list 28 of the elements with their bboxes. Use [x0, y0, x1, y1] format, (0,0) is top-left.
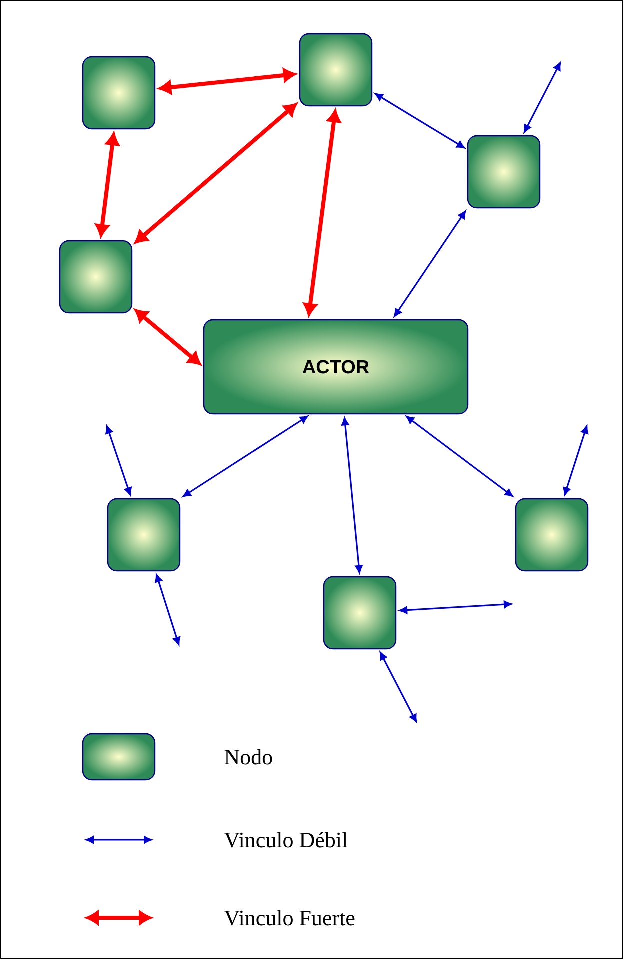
arrow [400, 600, 512, 614]
arrow [96, 133, 120, 237]
arrow [342, 418, 363, 574]
legend-node-sample [82, 733, 156, 781]
arrow [155, 574, 181, 646]
node-box [107, 498, 181, 572]
legend-label: Nodo [224, 749, 272, 765]
node-box [82, 56, 156, 130]
node-box [467, 135, 541, 209]
arrow [380, 652, 418, 722]
arrow [135, 103, 297, 244]
arrow [563, 426, 588, 496]
node-box [323, 576, 397, 650]
legend-label: Vinculo Débil [224, 832, 348, 848]
arrow [394, 210, 466, 318]
arrow [106, 426, 132, 496]
node-box [59, 240, 133, 314]
arrow [182, 416, 308, 498]
legend-label: Vinculo Fuerte [224, 910, 355, 926]
actor-box: ACTOR [203, 319, 469, 415]
arrow [524, 62, 562, 133]
arrow [135, 310, 201, 366]
arrow [375, 93, 465, 149]
node-box [515, 498, 589, 572]
arrow [406, 416, 514, 497]
arrow [304, 110, 341, 316]
arrow [159, 68, 296, 94]
node-box [299, 33, 373, 107]
